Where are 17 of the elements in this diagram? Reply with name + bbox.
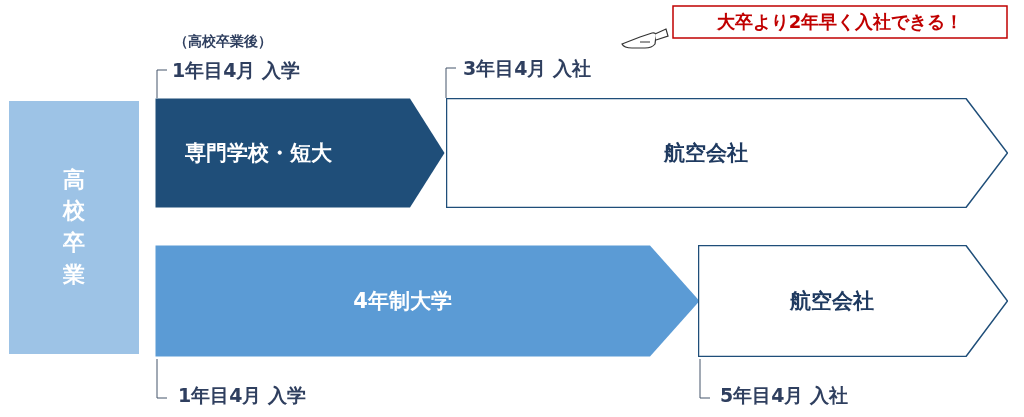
callout-box xyxy=(672,5,1008,39)
stage-label: 航空会社 xyxy=(790,288,874,315)
stage-label: 専門学校・短大 xyxy=(185,140,332,167)
timing-label: 1年目4月 入学 xyxy=(178,383,307,408)
callout-text: 大卒より2年早く入社できる！ xyxy=(716,10,964,34)
stage-label: 航空会社 xyxy=(664,140,748,167)
note-text: （高校卒業後） xyxy=(174,33,272,51)
stage-box xyxy=(8,100,140,355)
stage-banner xyxy=(155,98,445,208)
timing-label: 3年目4月 入社 xyxy=(463,56,592,81)
timing-label: 1年目4月 入学 xyxy=(172,58,301,83)
stage-label: 高校卒業 xyxy=(63,165,85,290)
stage-banner xyxy=(155,245,700,357)
stage-banner xyxy=(698,245,1008,357)
timing-label: 5年目4月 入社 xyxy=(720,383,849,408)
stage-banner xyxy=(446,98,1008,208)
stage-label: 4年制大学 xyxy=(353,288,452,315)
